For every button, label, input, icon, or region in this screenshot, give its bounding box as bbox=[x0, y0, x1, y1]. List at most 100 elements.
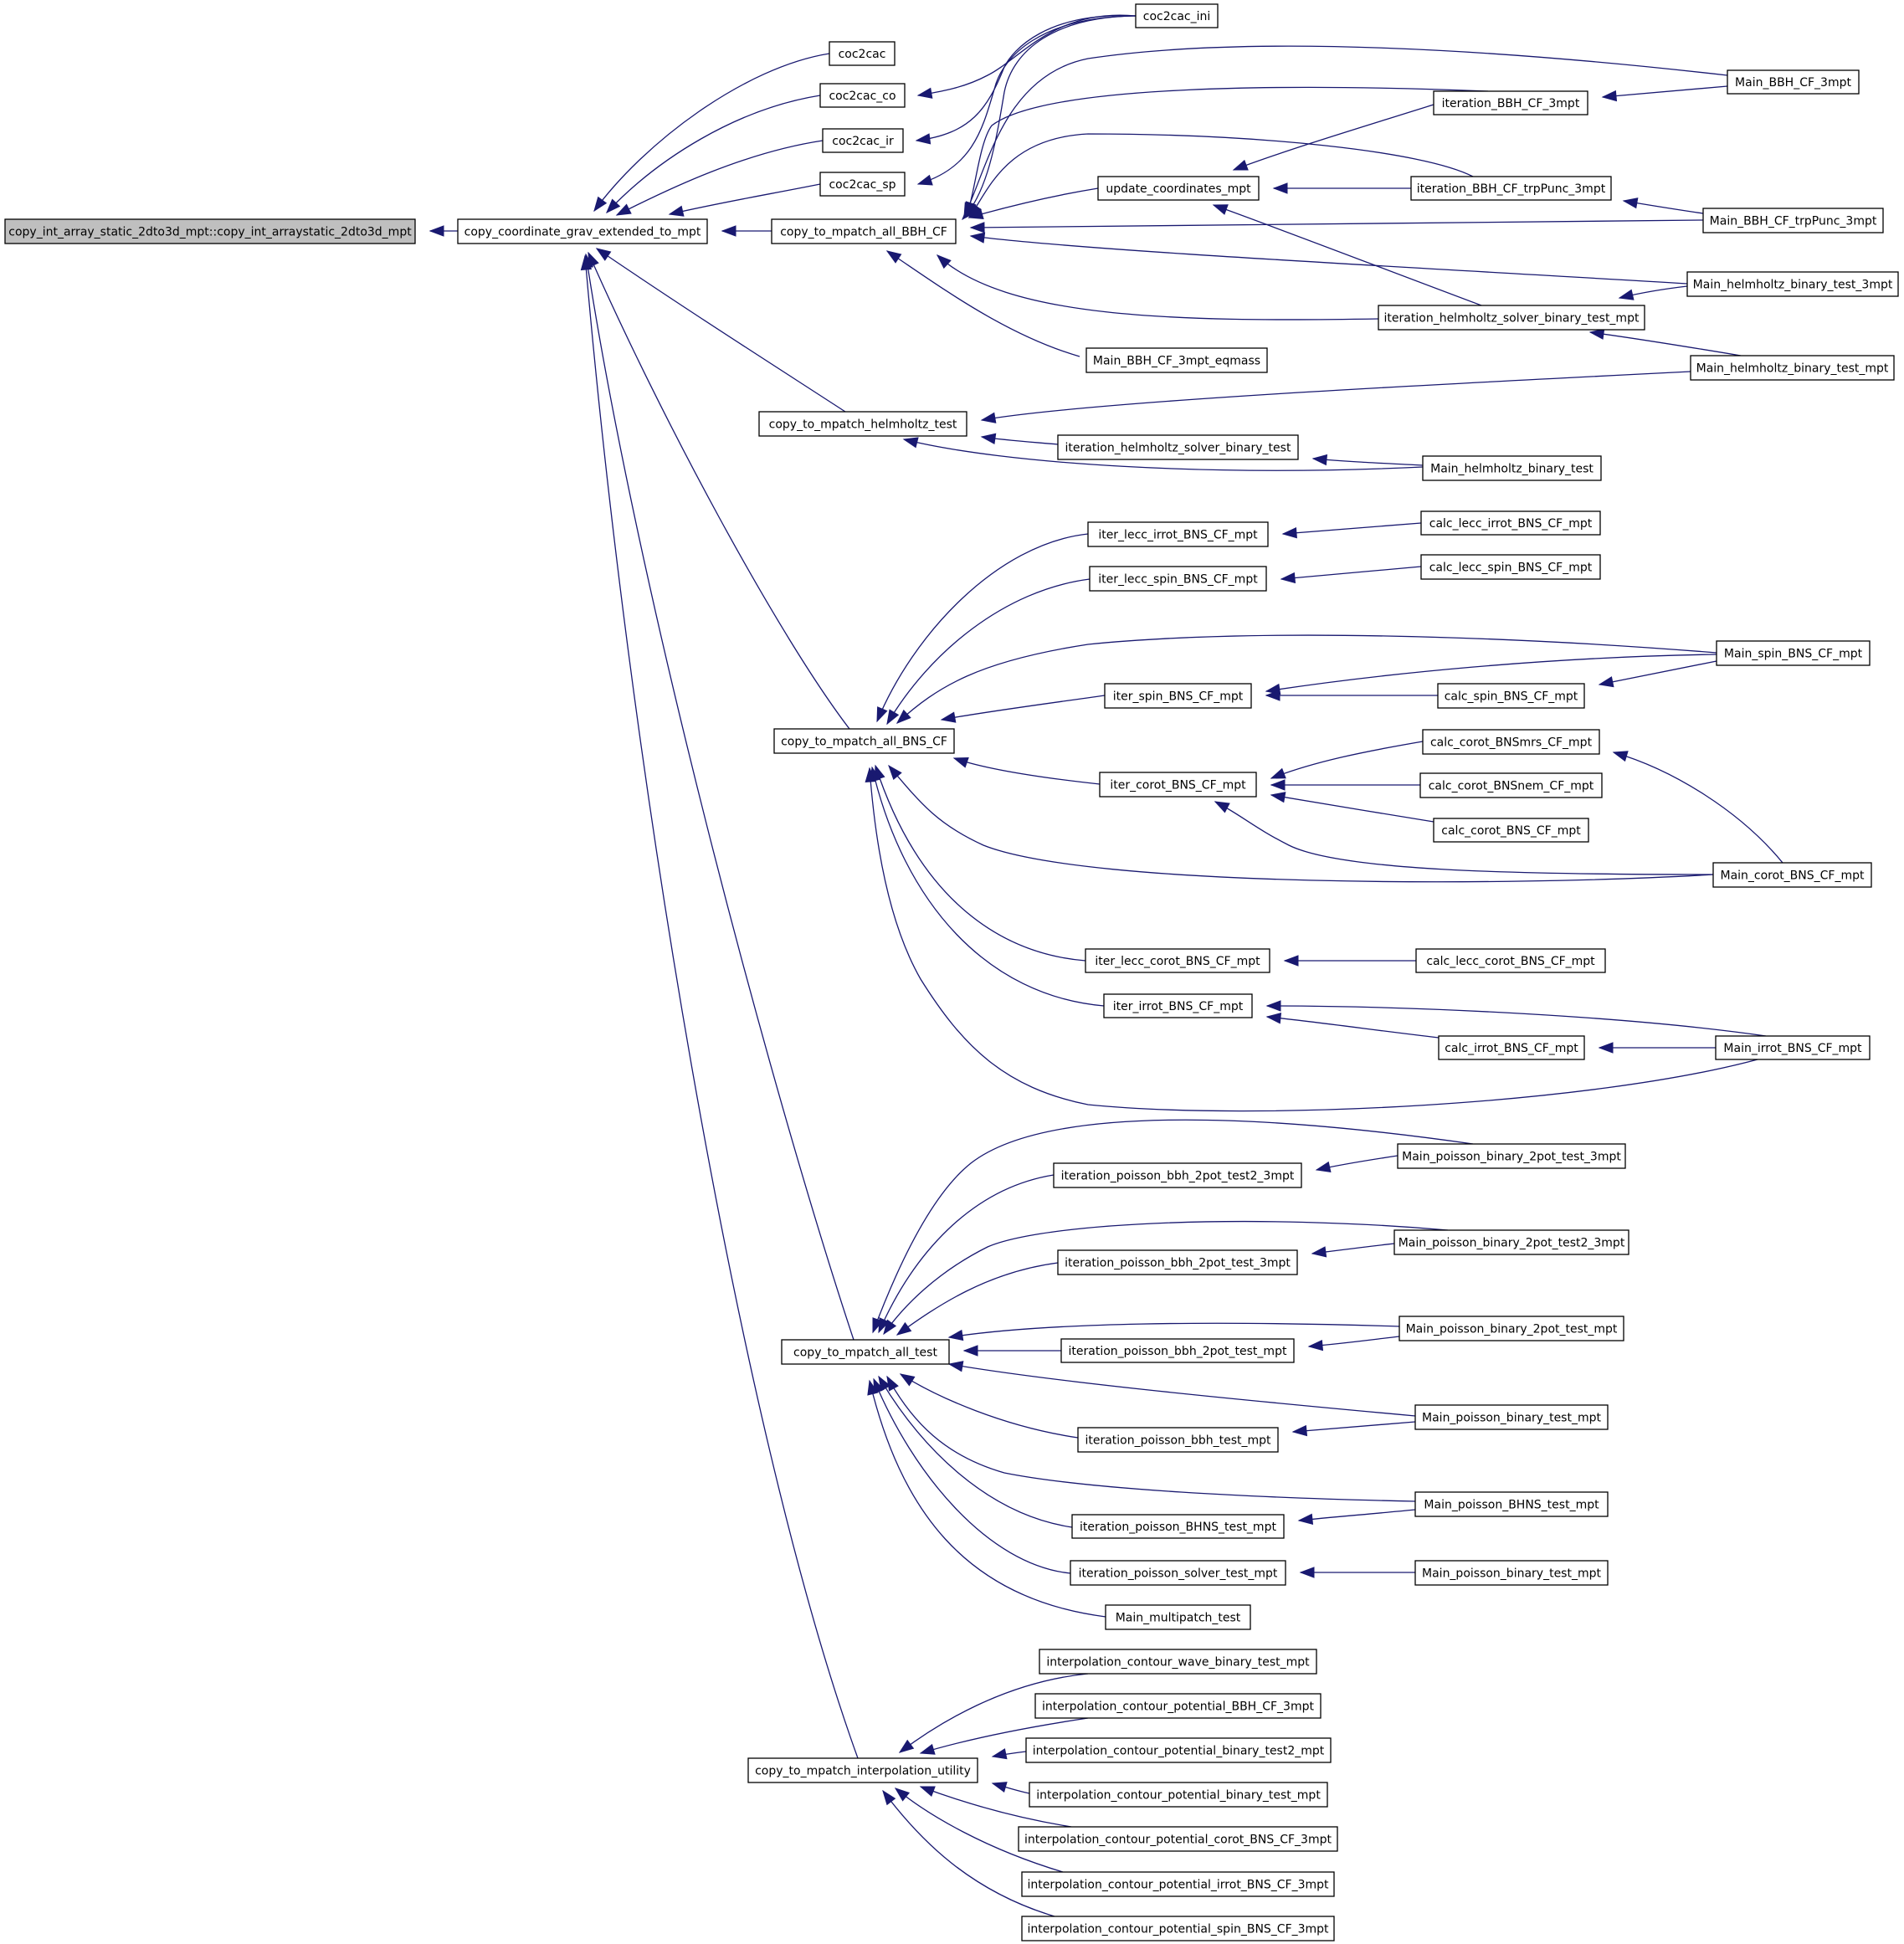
node-c_bnsmrs[interactable]: calc_corot_BNSmrs_CF_mpt bbox=[1422, 729, 1600, 755]
node-ic_spin[interactable]: interpolation_contour_potential_spin_BNS… bbox=[1021, 1916, 1335, 1941]
edge-main_spin-to-bns bbox=[896, 634, 1717, 724]
node-ic_corot[interactable]: interpolation_contour_potential_corot_BN… bbox=[1018, 1826, 1338, 1852]
edge-mp_2pt2_3-to-test bbox=[883, 1220, 1449, 1336]
node-cl_corot[interactable]: calc_lecc_corot_BNS_CF_mpt bbox=[1415, 948, 1606, 973]
node-main_bbh_eq[interactable]: Main_BBH_CF_3mpt_eqmass bbox=[1085, 347, 1268, 373]
node-main_corot[interactable]: Main_corot_BNS_CF_mpt bbox=[1712, 862, 1872, 888]
node-main_irrot[interactable]: Main_irrot_BNS_CF_mpt bbox=[1715, 1035, 1871, 1060]
node-main_bbh3[interactable]: Main_BBH_CF_3mpt bbox=[1727, 69, 1860, 95]
node-c2c_co[interactable]: coc2cac_co bbox=[819, 83, 906, 108]
arrowhead bbox=[885, 250, 902, 264]
node-c2c[interactable]: coc2cac bbox=[829, 41, 896, 66]
arrowhead bbox=[1311, 454, 1328, 466]
edge-ip_2pt3-to-test bbox=[896, 1262, 1059, 1336]
node-label: interpolation_contour_potential_corot_BN… bbox=[1024, 1834, 1332, 1847]
arrowhead bbox=[882, 1789, 896, 1806]
node-it_bbh3[interactable]: iteration_BBH_CF_3mpt bbox=[1433, 90, 1588, 115]
node-box bbox=[1097, 176, 1260, 201]
node-c2c_ini[interactable]: coc2cac_ini bbox=[1135, 3, 1219, 28]
edge-il_irrot-to-bns bbox=[876, 533, 1089, 723]
edge-cl_irrot-to-il_irrot bbox=[1281, 522, 1422, 539]
node-box bbox=[747, 1757, 978, 1783]
edge-mp_2pt3-to-test bbox=[872, 1119, 1474, 1334]
node-it_hh_b[interactable]: iteration_helmholtz_solver_binary_test bbox=[1057, 434, 1299, 460]
edge-layer bbox=[429, 14, 1783, 1917]
node-main_hh_b3[interactable]: Main_helmholtz_binary_test_3mpt bbox=[1686, 271, 1899, 297]
node-il_corot[interactable]: iter_lecc_corot_BNS_CF_mpt bbox=[1085, 948, 1270, 973]
node-upd[interactable]: update_coordinates_mpt bbox=[1097, 176, 1260, 201]
node-ip_bhns[interactable]: iteration_poisson_BHNS_test_mpt bbox=[1071, 1514, 1285, 1539]
node-ip_solver[interactable]: iteration_poisson_solver_test_mpt bbox=[1070, 1560, 1286, 1586]
node-ip_2pt3[interactable]: iteration_poisson_bbh_2pot_test_3mpt bbox=[1057, 1249, 1298, 1275]
node-mp_2pt[interactable]: Main_poisson_binary_2pot_test_mpt bbox=[1398, 1316, 1624, 1341]
node-ic_wave[interactable]: interpolation_contour_wave_binary_test_m… bbox=[1039, 1649, 1317, 1675]
node-main_bbh_trp[interactable]: Main_BBH_CF_trpPunc_3mpt bbox=[1702, 208, 1884, 233]
node-box bbox=[1414, 1560, 1609, 1586]
node-box bbox=[822, 128, 904, 153]
edge-ip_bbh-to-test bbox=[899, 1373, 1079, 1439]
node-it_corot[interactable]: iter_corot_BNS_CF_mpt bbox=[1099, 772, 1257, 798]
node-test[interactable]: copy_to_mpatch_all_test bbox=[781, 1339, 950, 1365]
node-c_bnsnem[interactable]: calc_corot_BNSnem_CF_mpt bbox=[1419, 772, 1603, 798]
arrowhead bbox=[916, 87, 933, 99]
node-bbh[interactable]: copy_to_mpatch_all_BBH_CF bbox=[771, 218, 957, 244]
edge-hh-to-grav bbox=[595, 248, 846, 413]
node-mp_2pt3[interactable]: Main_poisson_binary_2pot_test_3mpt bbox=[1397, 1143, 1626, 1169]
node-ip_bbh[interactable]: iteration_poisson_bbh_test_mpt bbox=[1077, 1427, 1279, 1453]
node-main_hh_b[interactable]: Main_helmholtz_binary_test bbox=[1422, 455, 1602, 481]
node-label: Main_poisson_BHNS_test_mpt bbox=[1424, 1499, 1599, 1512]
edge-main_hh_b-to-hh bbox=[902, 437, 1424, 471]
node-label: iter_irrot_BNS_CF_mpt bbox=[1113, 1000, 1244, 1013]
edge-main_bbh_trp-to-bbh bbox=[969, 219, 1704, 233]
node-main_multi[interactable]: Main_multipatch_test bbox=[1105, 1604, 1251, 1630]
node-label: copy_int_array_static_2dto3d_mpt::copy_i… bbox=[8, 226, 412, 239]
node-mp_bt1[interactable]: Main_poisson_binary_test_mpt bbox=[1414, 1404, 1609, 1430]
node-mp_2pt2_3[interactable]: Main_poisson_binary_2pot_test2_3mpt bbox=[1393, 1229, 1629, 1255]
edge-line bbox=[962, 15, 1137, 220]
edge-ip_2pt2_3-to-test bbox=[878, 1174, 1055, 1334]
node-c2c_ir[interactable]: coc2cac_ir bbox=[822, 128, 904, 153]
node-it_spin[interactable]: iter_spin_BNS_CF_mpt bbox=[1104, 683, 1252, 709]
node-bns[interactable]: copy_to_mpatch_all_BNS_CF bbox=[773, 728, 955, 754]
edge-main_irrot-to-bns bbox=[865, 767, 1758, 1112]
edge-c2c_ir-to-grav bbox=[615, 140, 824, 216]
node-label: iteration_poisson_BHNS_test_mpt bbox=[1080, 1521, 1276, 1534]
edge-line bbox=[593, 53, 830, 212]
edge-ic_wave-to-interp bbox=[898, 1673, 1089, 1753]
edge-ip_2pt-to-test bbox=[962, 1345, 1061, 1357]
node-il_irrot[interactable]: iter_lecc_irrot_BNS_CF_mpt bbox=[1087, 521, 1269, 547]
node-ic_irrot[interactable]: interpolation_contour_potential_irrot_BN… bbox=[1021, 1871, 1335, 1897]
node-ic_bbh3[interactable]: interpolation_contour_potential_BBH_CF_3… bbox=[1034, 1693, 1322, 1719]
node-ic_bt2[interactable]: interpolation_contour_potential_binary_t… bbox=[1025, 1737, 1332, 1763]
node-label: iter_lecc_corot_BNS_CF_mpt bbox=[1095, 955, 1260, 968]
node-cl_spin[interactable]: calc_lecc_spin_BNS_CF_mpt bbox=[1420, 554, 1601, 580]
node-il_spin[interactable]: iter_lecc_spin_BNS_CF_mpt bbox=[1089, 566, 1267, 592]
node-main_hh_bm[interactable]: Main_helmholtz_binary_test_mpt bbox=[1690, 355, 1895, 381]
node-it_bbh_trp[interactable]: iteration_BBH_CF_trpPunc_3mpt bbox=[1410, 176, 1612, 201]
node-c_corot[interactable]: calc_corot_BNS_CF_mpt bbox=[1433, 818, 1589, 843]
node-interp[interactable]: copy_to_mpatch_interpolation_utility bbox=[747, 1757, 978, 1783]
node-grav[interactable]: copy_coordinate_grav_extended_to_mpt bbox=[457, 218, 708, 244]
edge-line bbox=[981, 371, 1691, 421]
node-c_spin[interactable]: calc_spin_BNS_CF_mpt bbox=[1437, 683, 1585, 709]
node-mp_bhns[interactable]: Main_poisson_BHNS_test_mpt bbox=[1414, 1491, 1609, 1517]
node-cl_irrot[interactable]: calc_lecc_irrot_BNS_CF_mpt bbox=[1420, 510, 1601, 536]
node-label: Main_poisson_binary_test_mpt bbox=[1422, 1567, 1601, 1581]
node-label: interpolation_contour_wave_binary_test_m… bbox=[1046, 1656, 1310, 1670]
node-c_irrot[interactable]: calc_irrot_BNS_CF_mpt bbox=[1438, 1035, 1585, 1060]
node-c2c_sp[interactable]: coc2cac_sp bbox=[819, 172, 906, 197]
node-main_spin[interactable]: Main_spin_BNS_CF_mpt bbox=[1716, 640, 1871, 666]
node-ip_2pt[interactable]: iteration_poisson_bbh_2pot_test_mpt bbox=[1060, 1338, 1295, 1363]
node-label: coc2cac_ini bbox=[1143, 10, 1211, 23]
edge-line bbox=[606, 95, 821, 213]
node-hh[interactable]: copy_to_mpatch_helmholtz_test bbox=[758, 411, 967, 437]
arrowhead bbox=[1598, 1042, 1614, 1054]
node-it_irrot[interactable]: iter_irrot_BNS_CF_mpt bbox=[1103, 993, 1253, 1018]
arrowhead bbox=[1311, 1246, 1327, 1258]
node-it_hh_bm[interactable]: iteration_helmholtz_solver_binary_test_m… bbox=[1378, 305, 1645, 331]
node-box bbox=[1422, 729, 1600, 755]
node-ip_2pt2_3[interactable]: iteration_poisson_bbh_2pot_test2_3mpt bbox=[1053, 1162, 1302, 1188]
node-box bbox=[1433, 90, 1588, 115]
node-mp_bt2[interactable]: Main_poisson_binary_test_mpt bbox=[1414, 1560, 1609, 1586]
node-ic_bt[interactable]: interpolation_contour_potential_binary_t… bbox=[1029, 1782, 1328, 1808]
